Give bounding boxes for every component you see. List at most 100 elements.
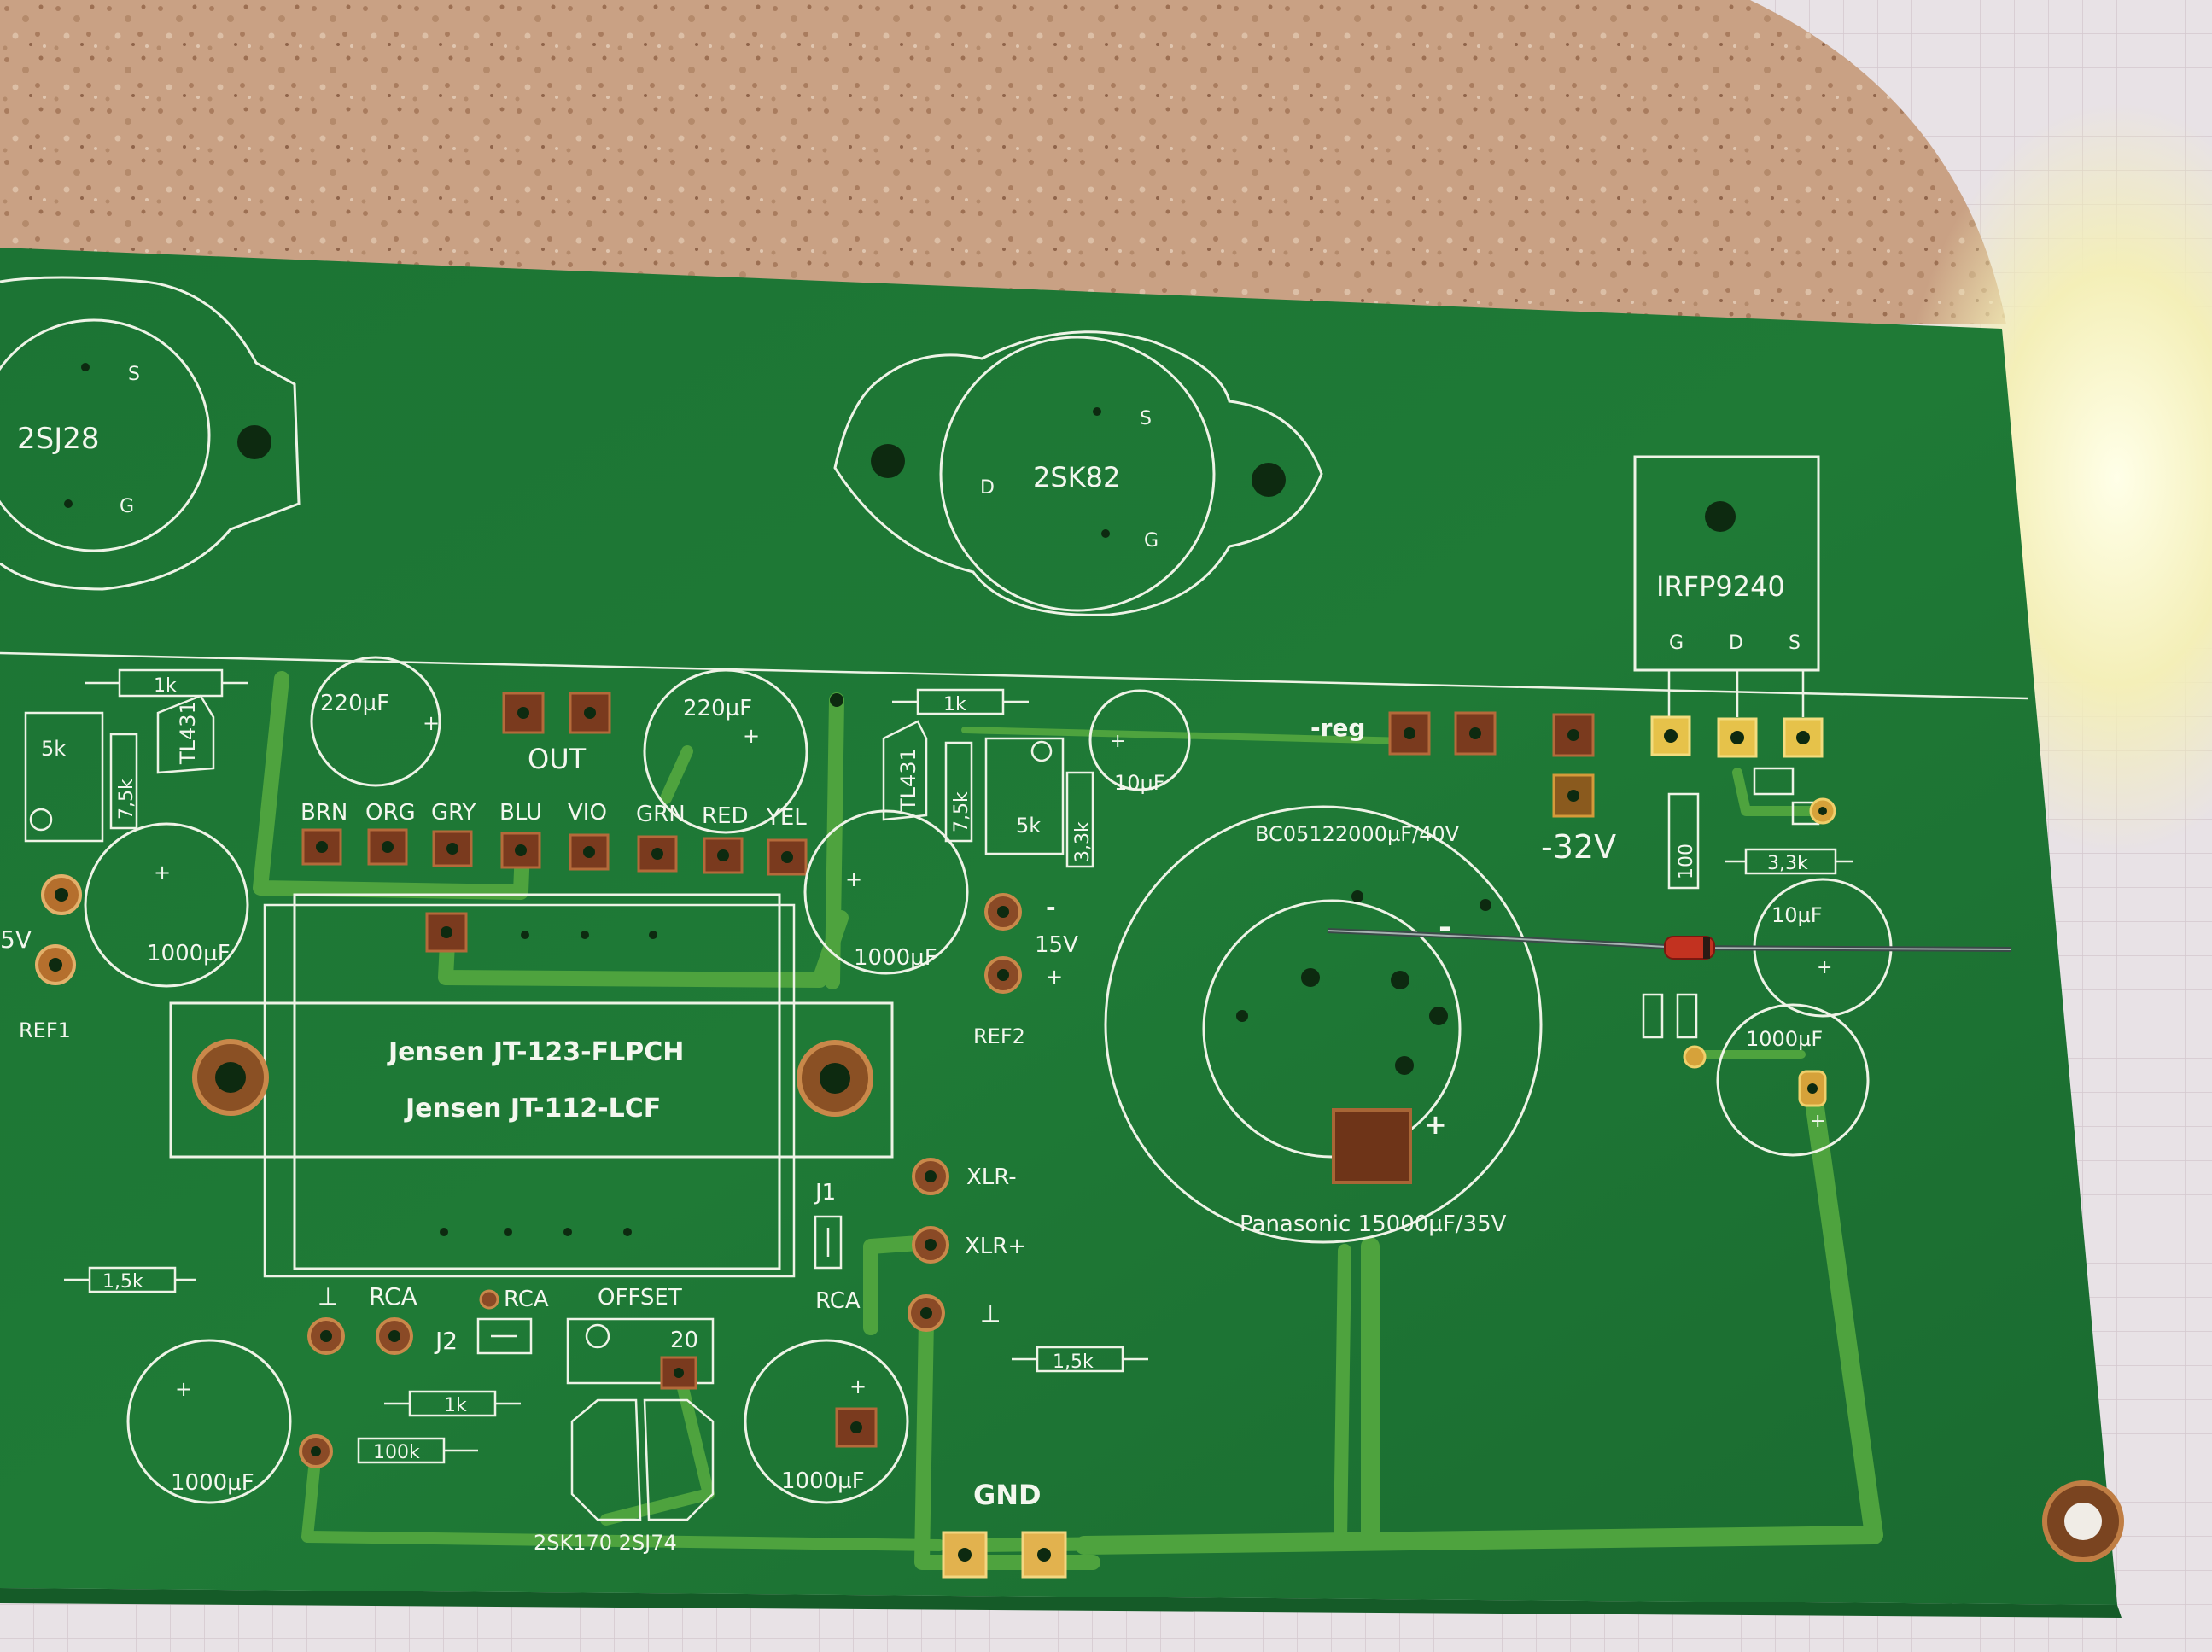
cap-10-mid: 10µF [1114, 771, 1165, 795]
pin-s-center: S [1140, 408, 1152, 429]
tl431-mid: TL431 [896, 748, 920, 812]
label-irfp9240: IRFP9240 [1656, 570, 1785, 603]
pin-d-center: D [980, 477, 995, 499]
cap-1000-left: 1000µF [147, 941, 231, 966]
cap-1000-right: 1000µF [1746, 1027, 1823, 1051]
out-connector: OUT [502, 692, 611, 775]
label-ref1: REF1 [19, 1019, 71, 1042]
cap-bc051: BC05122000µF/40V - + Panasonic 15000µF/3… [1104, 805, 1543, 1244]
cap-plus-left: + [154, 861, 171, 884]
label-minus-32v: -32V [1541, 828, 1616, 866]
r-1k-left: 1k [154, 675, 177, 697]
reg-pads: -reg -32V [1310, 711, 1616, 866]
label-15v: 15V [1035, 932, 1078, 958]
r-7k5-mid: 7,5k [951, 791, 972, 832]
gnd-sym-right: ⊥ [980, 1299, 1001, 1328]
plus-15v: + [1046, 965, 1063, 989]
r-7k5-left: 7,5k [116, 779, 137, 820]
label-5v: 5V [0, 925, 32, 954]
wire-org: ORG [365, 800, 416, 826]
svg-text:+: + [1110, 731, 1125, 752]
label-j2: J2 [434, 1327, 458, 1355]
pin-s: S [1789, 633, 1801, 654]
pcb-board [0, 248, 2117, 1605]
svg-text:-: - [1439, 910, 1451, 945]
wire-vio: VIO [568, 800, 607, 826]
cap-10-right: 10µF [1771, 903, 1823, 927]
svg-text:+: + [845, 867, 862, 891]
svg-text:220µF: 220µF [320, 691, 389, 716]
r-1k5-left: 1,5k [102, 1271, 143, 1293]
r-3k3-right: 3,3k [1767, 853, 1808, 874]
label-ref2: REF2 [973, 1024, 1025, 1048]
rca-left: RCA [369, 1282, 417, 1311]
wire-red: RED [702, 803, 749, 829]
offset-20: 20 [670, 1328, 698, 1353]
transistor-2sj28: 2SJ28 S G [0, 276, 301, 591]
label-bc051: BC05122000µF/40V [1255, 822, 1460, 846]
cap-220-right: 220µF + [643, 668, 808, 834]
svg-text:+: + [849, 1375, 867, 1398]
label-jensen-2: Jensen JT-112-LCF [404, 1094, 661, 1124]
r-100: 100 [1676, 844, 1697, 879]
cap-1000-mid: 1000µF [854, 945, 937, 971]
pin-g-left: G [120, 496, 134, 517]
label-panasonic: Panasonic 15000µF/35V [1240, 1211, 1507, 1237]
r-1k5-right: 1,5k [1053, 1351, 1094, 1373]
pin-g: G [1669, 633, 1684, 654]
r-5k-mid: 5k [1016, 814, 1041, 838]
cap-1000-bottom-left: 1000µF [171, 1470, 254, 1496]
svg-text:+: + [1817, 957, 1832, 978]
left-components: 1k 5k 7,5k TL431 + 1000µF 5V REF1 [0, 668, 249, 1042]
label-offset: OFFSET [598, 1285, 682, 1311]
label-2sj28: 2SJ28 [17, 422, 100, 456]
gnd-sym-left: ⊥ [318, 1282, 338, 1311]
r-3k3-mid: 3,3k [1072, 821, 1094, 862]
mosfet-irfp9240: IRFP9240 G D S [1633, 455, 1824, 758]
label-jfets: 2SK170 2SJ74 [534, 1531, 677, 1555]
r-100k: 100k [373, 1442, 420, 1463]
label-xlr-minus: XLR- [966, 1165, 1017, 1190]
diode-component [1327, 928, 2011, 960]
transistor-2sk82: D 2SK82 S G [833, 330, 1323, 616]
wire-pads: BRN ORG GRY BLU VIO GRN RED YEL [301, 800, 808, 876]
rca-right: RCA [815, 1288, 861, 1314]
label-out: OUT [528, 743, 587, 775]
pin-g-center: G [1144, 530, 1159, 552]
label-j1: J1 [814, 1180, 836, 1205]
pcb-edge [0, 1588, 2122, 1618]
svg-text:+: + [1810, 1111, 1825, 1132]
wire-grn: GRN [636, 802, 686, 827]
svg-text:+: + [743, 724, 760, 748]
r-5k-left: 5k [41, 737, 66, 761]
wire-blu: BLU [499, 800, 542, 826]
pad-g [1650, 715, 1691, 756]
label-gnd: GND [973, 1479, 1042, 1511]
svg-text:+: + [423, 711, 440, 735]
svg-text:+: + [1424, 1108, 1447, 1141]
pin-d: D [1729, 633, 1743, 654]
svg-text:220µF: 220µF [683, 696, 752, 721]
label-reg: -reg [1310, 714, 1365, 742]
label-xlr-plus: XLR+ [965, 1234, 1026, 1259]
label-jensen-1: Jensen JT-123-FLPCH [387, 1037, 684, 1067]
minus-15v: - [1046, 893, 1056, 921]
cap-220-left: 220µF + [310, 656, 441, 787]
right-components: 100 3,3k 10µF + 1000µF + [1642, 767, 2124, 1562]
divider-line [0, 651, 2028, 700]
middle-regulator: 1k TL431 7,5k 5k 3,3k + 1000µF - 15V + R… [803, 688, 1191, 1048]
wire-brn: BRN [301, 800, 347, 826]
label-2sk82: 2SK82 [1033, 461, 1120, 493]
wire-gry: GRY [431, 800, 476, 826]
svg-text:+: + [175, 1377, 192, 1401]
bottom-components: 1,5k ⊥ RCA J2 RCA OFFSET 20 1k 100k + 10… [64, 1158, 1148, 1579]
cap-1000-bottom-mid: 1000µF [781, 1468, 865, 1494]
r-1k-bottom: 1k [444, 1395, 467, 1416]
wire-yel: YEL [766, 805, 807, 831]
tl431-left: TL431 [176, 701, 200, 765]
rca-mid: RCA [504, 1287, 549, 1312]
r-1k-mid: 1k [943, 694, 966, 715]
cork-board [0, 0, 2006, 324]
